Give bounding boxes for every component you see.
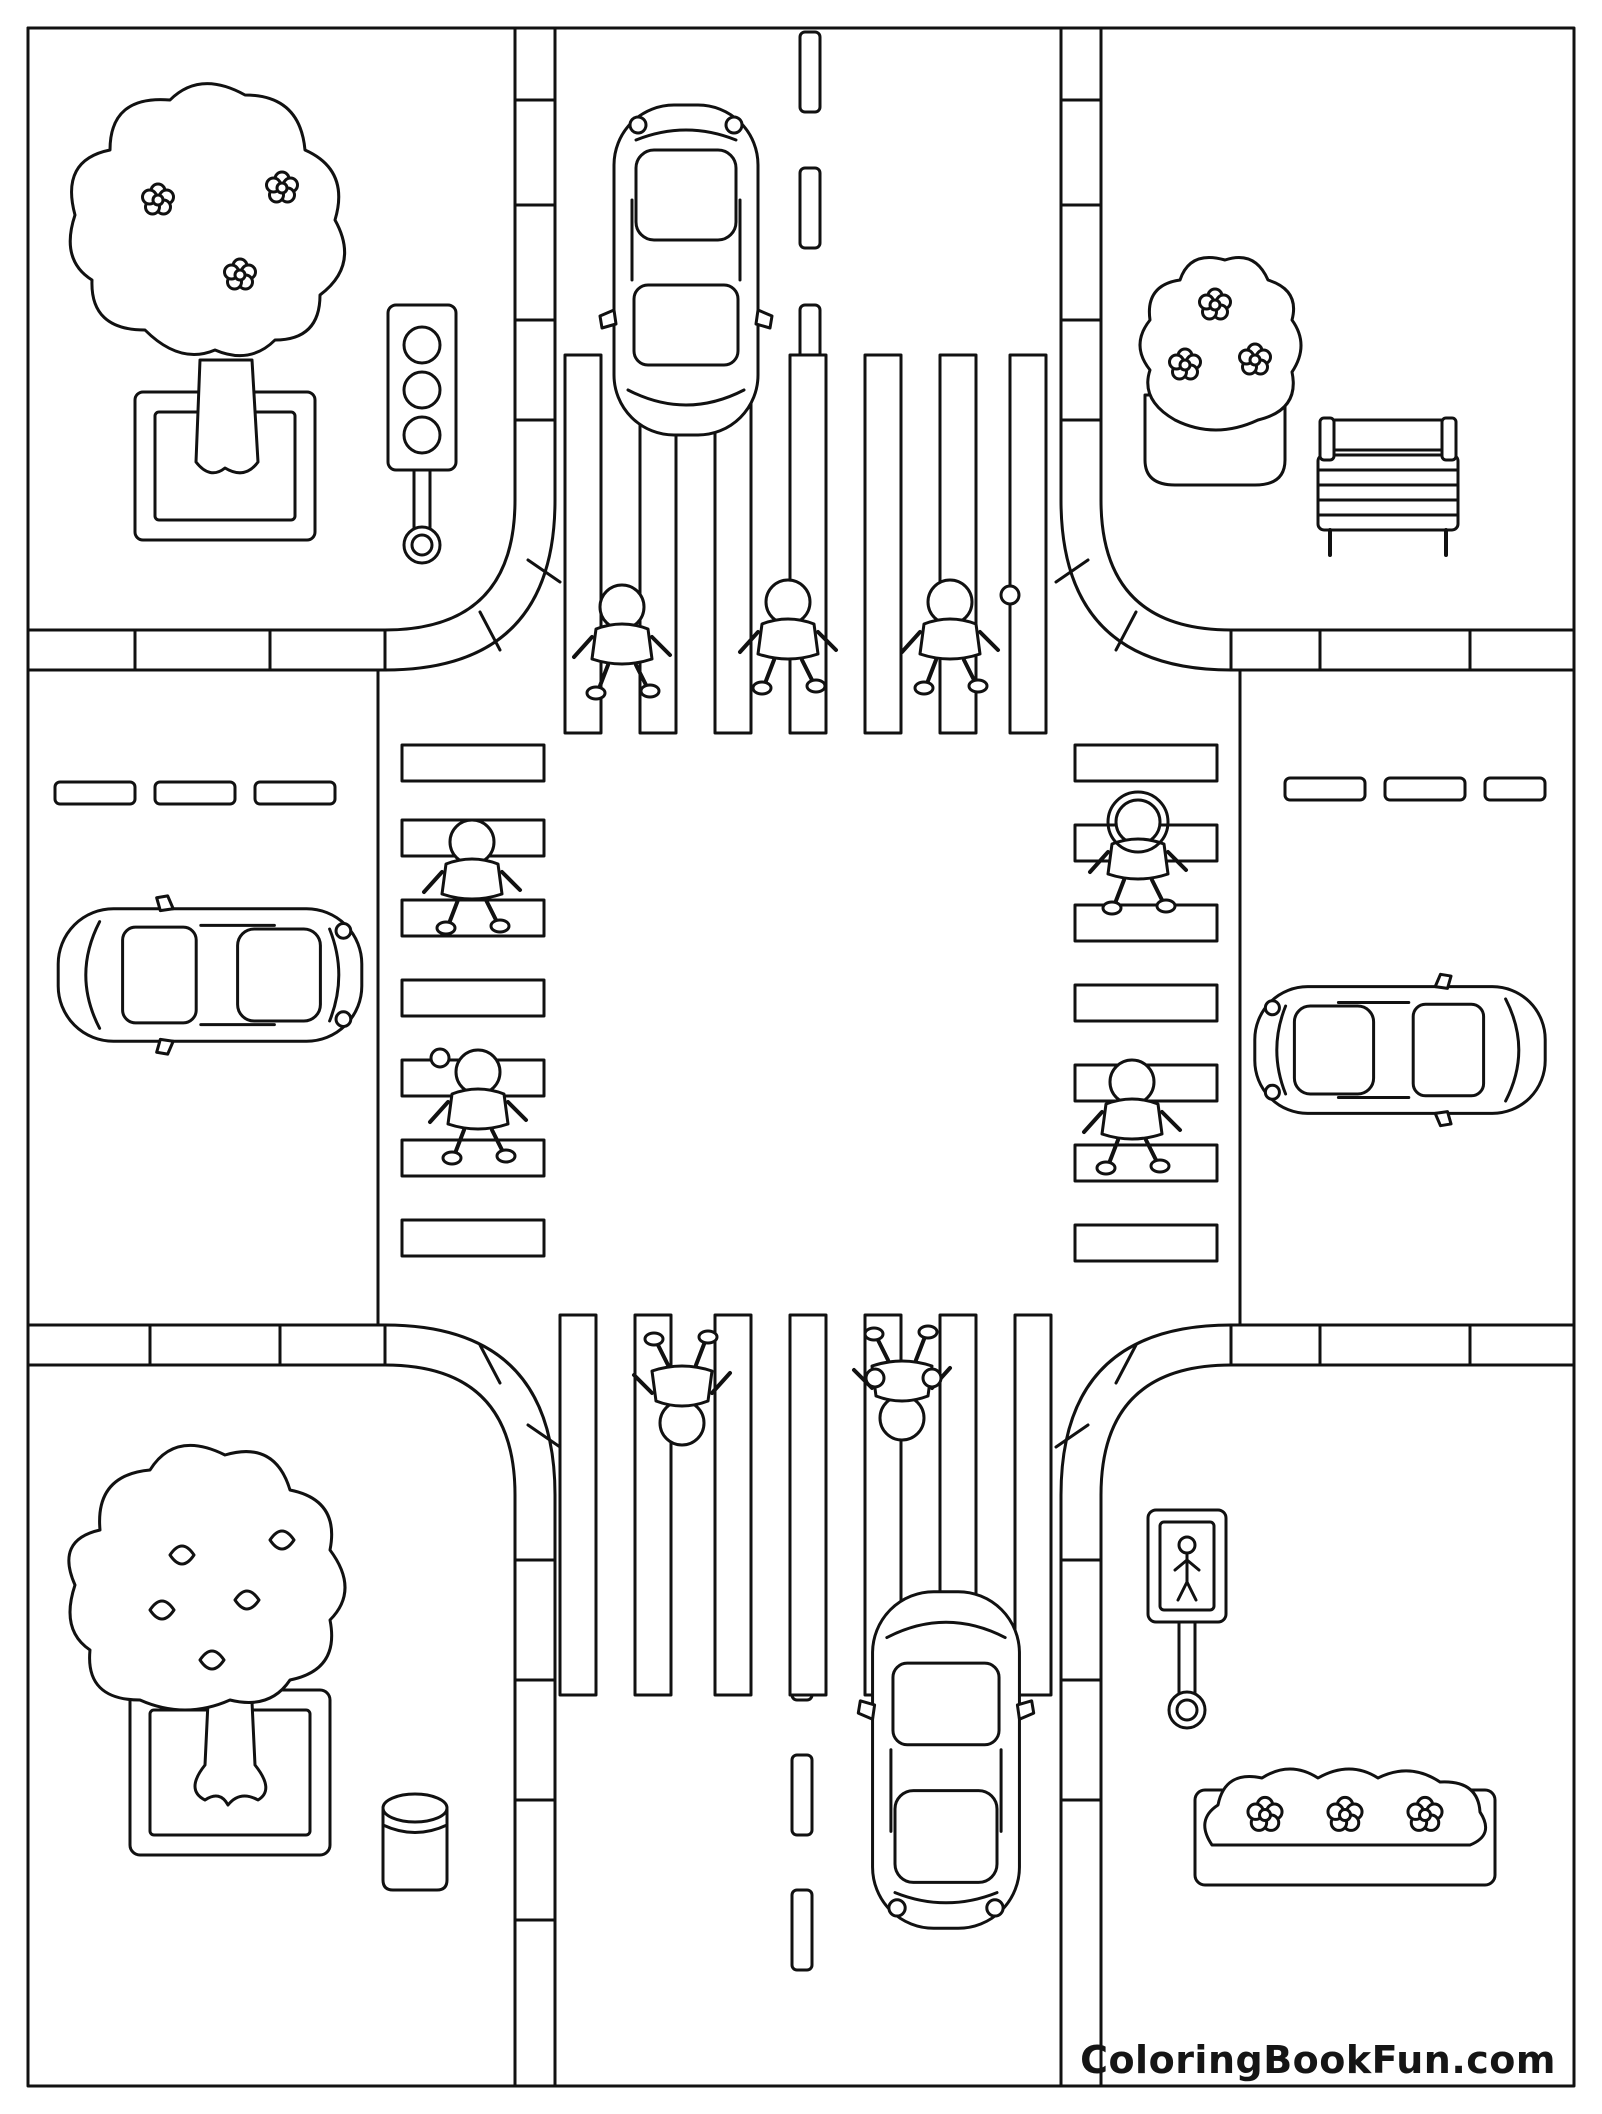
ponytail-icon <box>1001 586 1019 604</box>
page-frame <box>28 28 1574 2086</box>
flower-box-icon <box>1195 1769 1495 1885</box>
road-edge-lines <box>378 670 1240 1325</box>
traffic-light-icon <box>388 305 456 563</box>
ponytail-icon <box>431 1049 449 1067</box>
sidewalk-bottom-right <box>1056 1325 1574 2086</box>
planter-icon <box>1140 258 1301 486</box>
ponytail-icon <box>923 1369 941 1387</box>
pedestrian-icon <box>1088 798 1188 916</box>
ponytail-icon <box>866 1369 884 1387</box>
bench-icon <box>1318 418 1458 555</box>
car-icon <box>1253 973 1547 1128</box>
hat-icon <box>1108 792 1168 852</box>
lane-dashes <box>55 32 1545 1970</box>
tree-icon <box>69 1445 345 1855</box>
watermark: ColoringBookFun.com <box>1080 2038 1556 2082</box>
trash-can-icon <box>383 1794 447 1890</box>
car-icon <box>56 894 364 1056</box>
sidewalk-bottom-left <box>28 1325 560 2086</box>
car-icon <box>856 1590 1036 1930</box>
tree-icon <box>70 84 344 540</box>
car-icon <box>598 103 774 437</box>
sidewalk-top-left <box>28 28 560 670</box>
sidewalk-top-right <box>1056 28 1574 670</box>
pedestrian-signal-icon <box>1148 1510 1226 1728</box>
